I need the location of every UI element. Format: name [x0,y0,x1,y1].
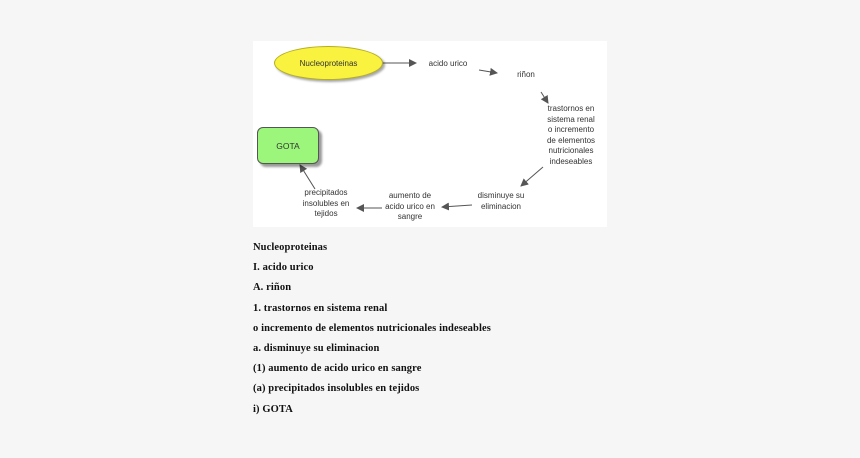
node-label-line: precipitados [304,188,348,197]
node-label-line: sistema renal [547,114,595,124]
node-label: Nucleoproteinas [299,58,358,68]
node-disminuye[interactable]: disminuye su eliminacion [471,191,531,212]
node-label: riñon [517,70,535,79]
outline-item: A. riñon [253,282,292,294]
node-label: GOTA [276,140,300,151]
outline-list: Nucleoproteinas I. acido urico A. riñon … [253,240,491,422]
node-label-line: aumento de [388,191,432,200]
node-acido-urico[interactable]: acido urico [423,59,473,70]
node-label-line: insolubles en [302,198,350,208]
node-precipitados[interactable]: precipitados insolubles en tejidos [295,188,357,220]
outline-item: o incremento de elementos nutricionales … [253,322,491,334]
node-label-line: o incremento [547,125,595,134]
node-label-line: tejidos [314,209,338,218]
outline-item: I. acido urico [253,262,314,274]
concept-map: Nucleoproteinas acido urico riñon trasto… [253,41,607,227]
node-label-line: acido urico en [385,201,435,211]
outline-item: i) GOTA [253,403,293,415]
outline-item: (1) aumento de acido urico en sangre [253,363,422,375]
node-label-line: nutricionales [548,146,594,155]
outline-item: 1. trastornos en sistema renal [253,302,388,314]
node-aumento[interactable]: aumento de acido urico en sangre [379,191,441,223]
node-label: acido urico [428,59,468,68]
connector-arrows [299,59,549,212]
node-label-line: indeseables [549,156,593,166]
node-label-line: eliminacion [480,201,522,211]
outline-item: a. disminuye su eliminacion [253,342,380,354]
node-label-line: sangre [397,212,423,221]
node-gota[interactable]: GOTA [257,127,319,164]
outline-item: (a) precipitados insolubles en tejidos [253,383,420,395]
node-label-line: de elementos [546,135,596,145]
node-trastornos[interactable]: trastornos en sistema renal o incremento… [536,104,606,167]
node-nucleoproteinas[interactable]: Nucleoproteinas [274,46,383,80]
node-label-line: trastornos en [547,104,595,113]
node-label-line: disminuye su [477,191,525,200]
node-rinon[interactable]: riñon [511,70,541,81]
outline-item: Nucleoproteinas [253,242,328,253]
